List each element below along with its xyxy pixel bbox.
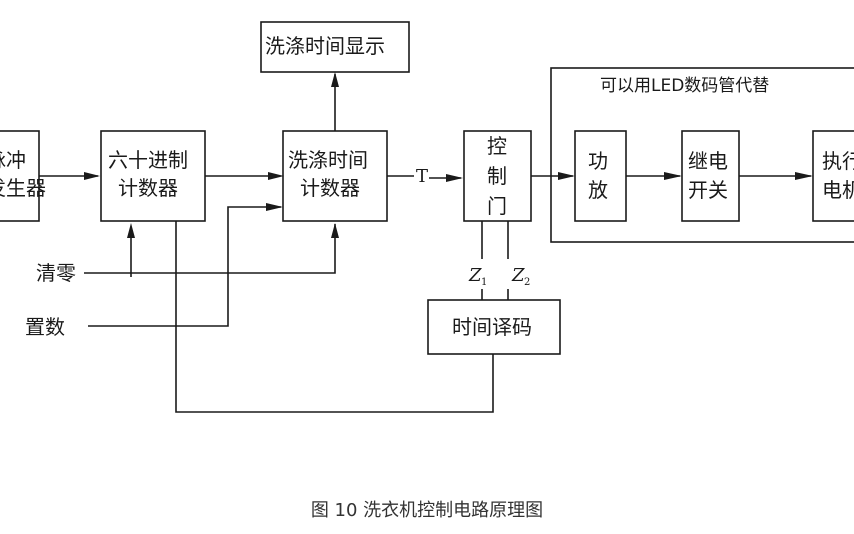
arrow-head (84, 172, 100, 180)
base60-counter-label-2: 计数器 (118, 176, 178, 200)
signal-z2-label: Z (511, 265, 525, 286)
signal-t-label: T (416, 166, 428, 187)
wire-clear (84, 237, 336, 274)
arrow-head (127, 223, 135, 238)
clear-input-label: 清零 (36, 261, 76, 285)
relay-switch-label-1: 继电 (688, 149, 728, 173)
wash-time-counter-label-1: 洗涤时间 (288, 148, 368, 172)
arrow-head (331, 72, 339, 87)
arrow-head (446, 174, 463, 182)
relay-switch-block (681, 130, 740, 222)
power-amp-label-1: 功 (588, 149, 608, 173)
wash-time-display-block (260, 21, 410, 73)
actuator-motor-block (812, 130, 854, 222)
signal-z1-subscript: 1 (481, 277, 487, 288)
time-decoder-block (427, 299, 561, 355)
actuator-motor-label-2: 电机 (822, 178, 854, 202)
wire-decoder-feedback (175, 221, 494, 413)
group-label: 可以用LED数码管代替 (600, 76, 769, 96)
signal-z1-label: Z (468, 265, 482, 286)
power-amp-label-2: 放 (588, 178, 608, 202)
pulse-generator-block (0, 130, 40, 222)
actuator-motor-label-1: 执行 (822, 149, 854, 173)
wire-preset (88, 206, 281, 327)
arrow-head (266, 203, 283, 211)
control-gate-label-2: 制 (487, 164, 507, 188)
wash-time-counter-block (282, 130, 388, 222)
pulse-generator-label-1: 脉冲 (0, 148, 26, 172)
power-amp-block (574, 130, 627, 222)
control-gate-label-3: 门 (487, 194, 507, 218)
signal-z2-subscript: 2 (524, 277, 530, 288)
arrow-head (664, 172, 682, 180)
relay-switch-label-2: 开关 (688, 178, 728, 202)
wash-time-display-label: 洗涤时间显示 (265, 34, 385, 58)
arrow-head (558, 172, 575, 180)
arrow-head (331, 223, 339, 238)
figure-caption: 图 10 洗衣机控制电路原理图 (310, 500, 544, 521)
time-decoder-label: 时间译码 (452, 315, 532, 339)
pulse-generator-label-2: 发生器 (0, 176, 46, 200)
wash-time-counter-label-2: 计数器 (300, 176, 360, 200)
base60-counter-label-1: 六十进制 (108, 148, 188, 172)
control-gate-label-1: 控 (487, 134, 507, 158)
arrow-head (795, 172, 813, 180)
preset-input-label: 置数 (25, 315, 65, 339)
base60-counter-block (100, 130, 206, 222)
arrow-head (268, 172, 284, 180)
